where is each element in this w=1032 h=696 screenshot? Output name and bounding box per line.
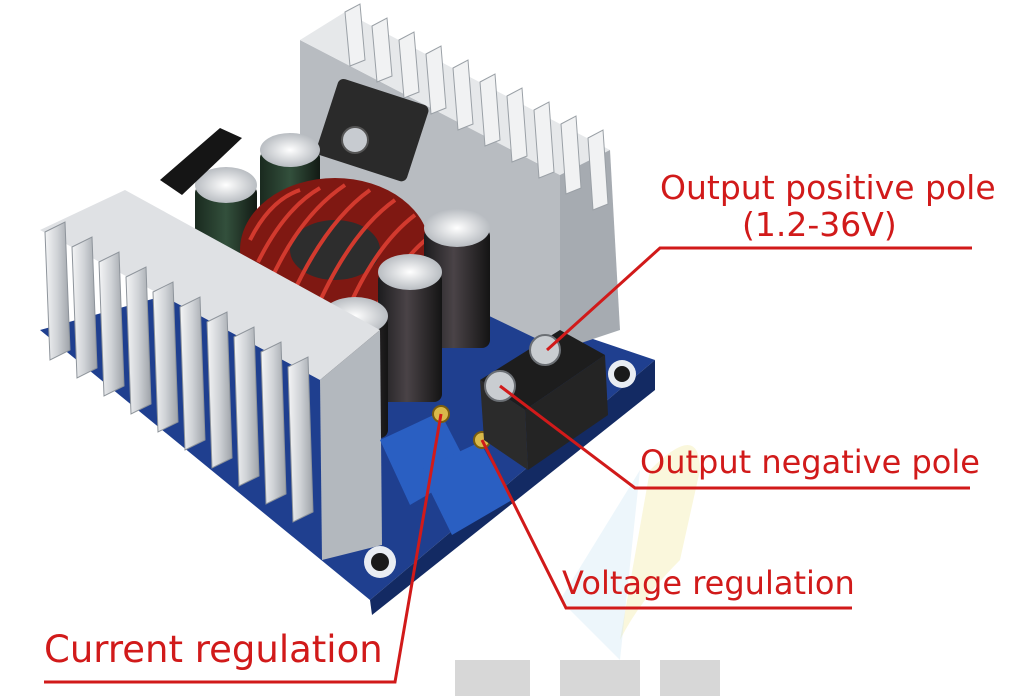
voltage-regulation-label: Voltage regulation (562, 564, 855, 602)
output-negative-leader (499, 384, 970, 490)
output-positive-range-label: (1.2-36V) (742, 205, 897, 244)
heatsink-left (40, 190, 382, 560)
annotation-lines (44, 246, 972, 684)
output-positive-leader (545, 246, 972, 352)
output-positive-pole-label: Output positive pole (660, 168, 996, 207)
output-negative-pole-label: Output negative pole (640, 443, 980, 481)
current-regulation-leader (44, 413, 443, 684)
watermark-logo (455, 445, 720, 696)
heatsink-right (300, 3, 620, 350)
screw-terminal (480, 330, 608, 470)
current-regulation-label: Current regulation (44, 628, 383, 671)
voltage-regulation-leader (480, 439, 852, 610)
